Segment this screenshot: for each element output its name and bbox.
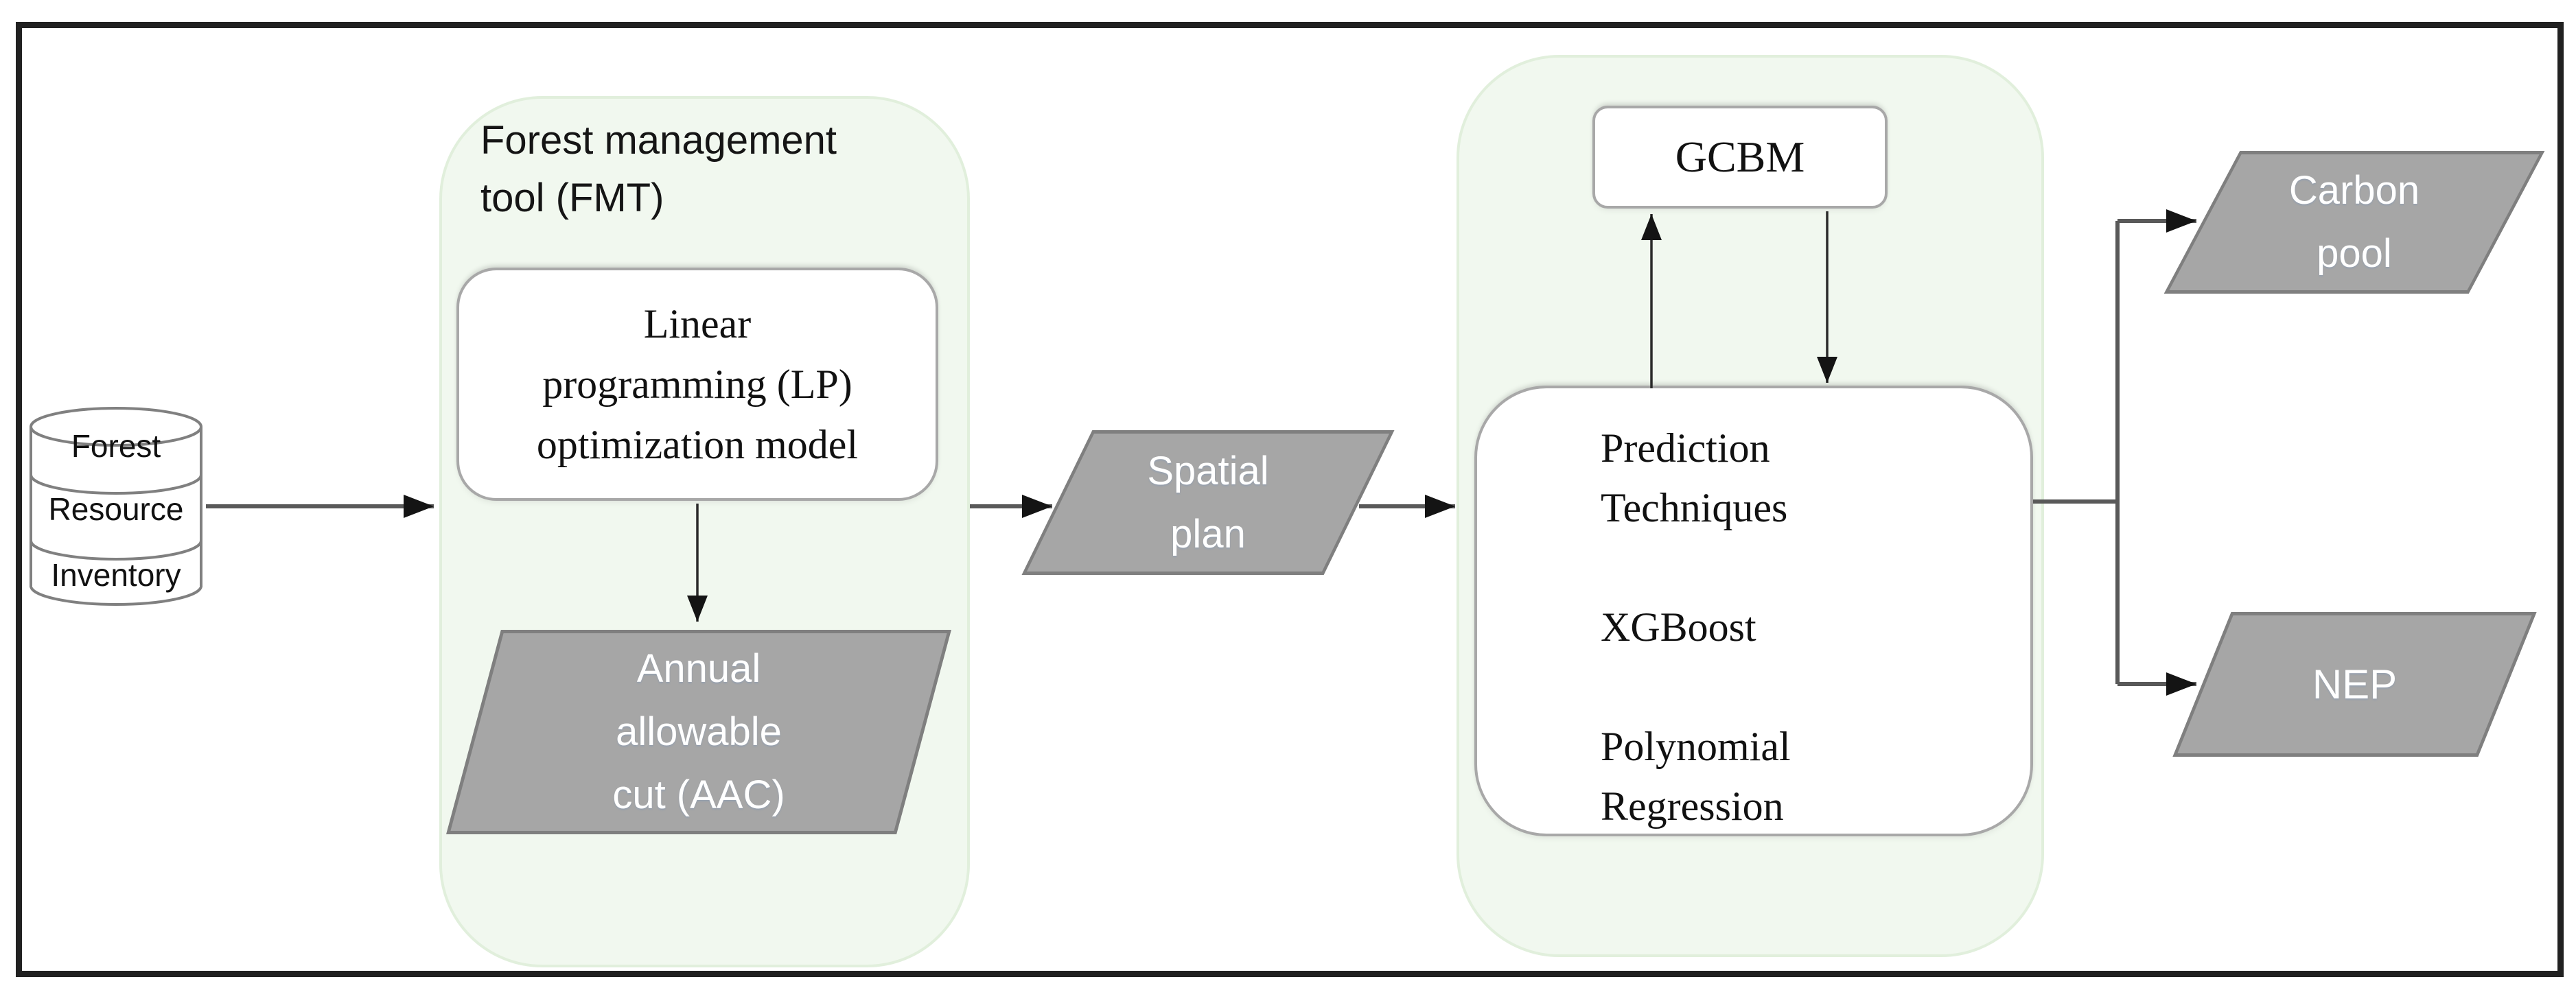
lp-optimization-label: Linear programming (LP) optimization mod… — [536, 301, 859, 467]
database-row-label: Inventory — [51, 557, 181, 593]
prediction-techniques-box: Prediction Techniques XGBoost Polynomial… — [1474, 386, 2033, 836]
database-row-label: Resource — [48, 491, 184, 527]
nep-label: NEP — [2312, 661, 2398, 707]
spatial-plan-label: Spatial plan — [1147, 448, 1269, 556]
database-row-label: Forest — [71, 428, 161, 464]
gcbm-label: GCBM — [1675, 132, 1805, 181]
fmt-container-title: Forest management tool (FMT) — [480, 118, 837, 220]
prediction-techniques-text: Prediction Techniques XGBoost Polynomial… — [1601, 425, 1791, 829]
aac-label: Annual allowable cut (AAC) — [612, 646, 785, 817]
nep-parallelogram: NEP — [2172, 612, 2537, 757]
carbon-pool-label: Carbon pool — [2288, 168, 2420, 276]
carbon-pool-parallelogram: Carbon pool — [2163, 151, 2545, 294]
database-cylinder: Forest Resource Inventory — [29, 406, 203, 607]
aac-parallelogram: Annual allowable cut (AAC) — [446, 630, 951, 834]
lp-optimization-box: Linear programming (LP) optimization mod… — [456, 268, 938, 501]
database-cylinder-shape — [30, 407, 202, 606]
gcbm-box: GCBM — [1592, 106, 1888, 209]
spatial-plan-parallelogram: Spatial plan — [1021, 430, 1395, 575]
diagram-border — [16, 22, 2564, 977]
